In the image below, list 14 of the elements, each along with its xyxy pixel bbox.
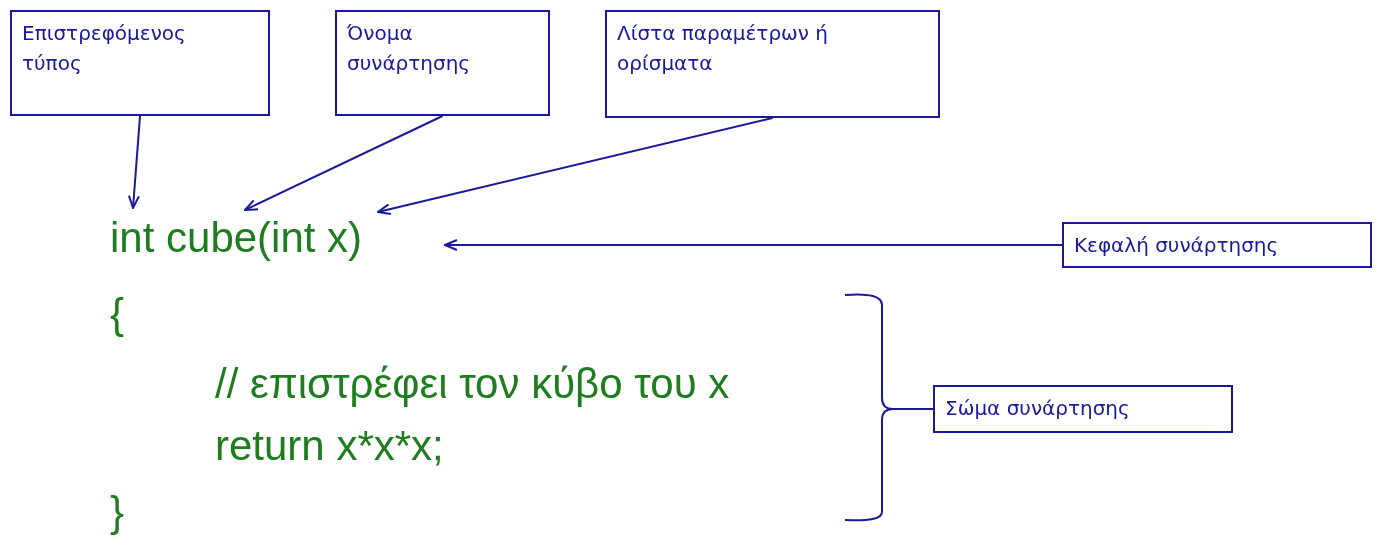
leader-arrow xyxy=(444,239,1063,251)
leader-arrow xyxy=(127,115,141,209)
callout-box: Σώμα συνάρτησης xyxy=(933,385,1233,433)
leader-arrow xyxy=(244,115,444,211)
callout-box: Κεφαλή συνάρτησης xyxy=(1062,222,1372,268)
callout-box: Λίστα παραμέτρων ή ορίσματα xyxy=(605,10,940,118)
code-line: } xyxy=(110,488,125,536)
callout-box: Όνομα συνάρτησης xyxy=(335,10,550,116)
code-line: return x*x*x; xyxy=(215,422,444,470)
leader-arrow xyxy=(377,117,774,216)
code-line: { xyxy=(110,290,125,338)
code-line: // επιστρέφει τον κύβο του x xyxy=(215,360,730,408)
callout-box: Επιστρεφόμενος τύπος xyxy=(10,10,270,116)
code-line: int cube(int x) xyxy=(110,214,363,262)
